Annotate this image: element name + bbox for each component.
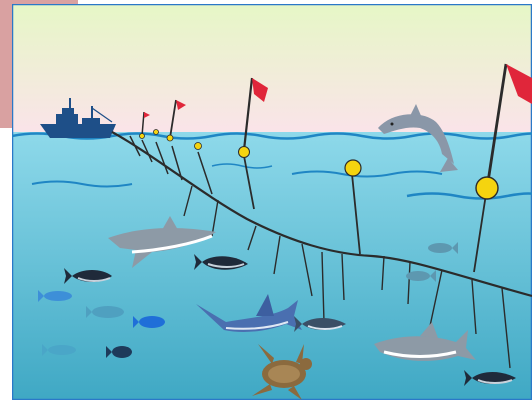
longline-scene — [12, 4, 532, 400]
flag-buoy — [154, 130, 159, 135]
flag-buoy — [195, 143, 202, 150]
flag-buoy — [345, 160, 361, 176]
sky — [12, 4, 532, 136]
